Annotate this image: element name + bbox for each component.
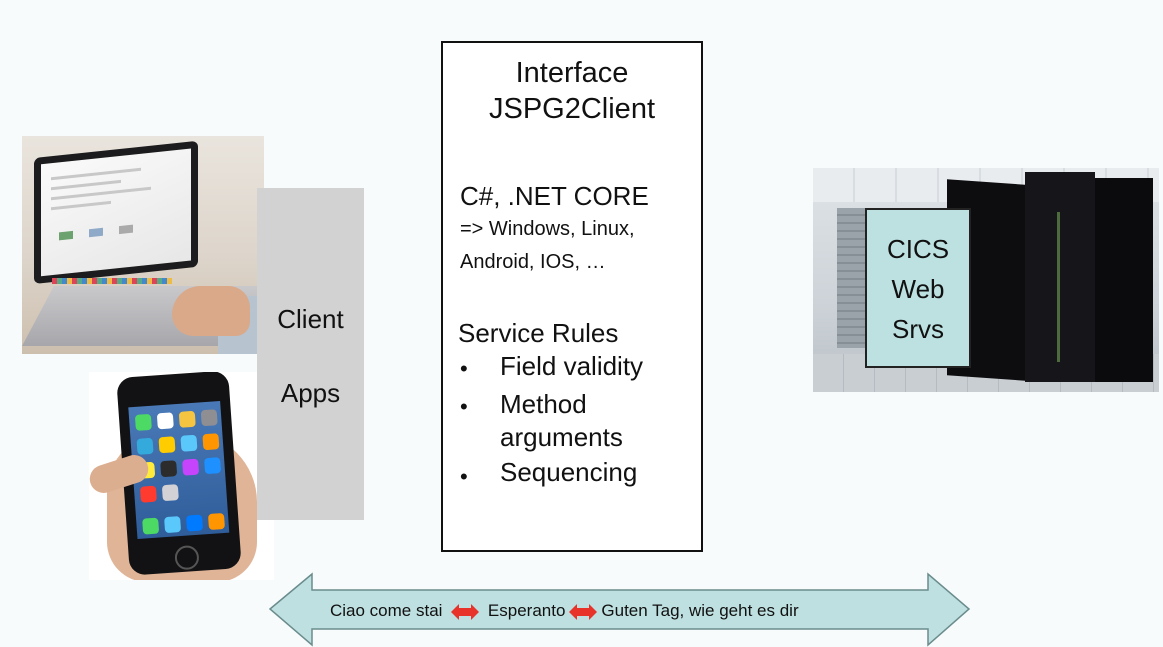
- client-label: Client: [277, 304, 344, 334]
- home-button: [174, 544, 200, 571]
- mainframe-photo: CICS Web Srvs: [813, 168, 1159, 392]
- interface-title-line2: JSPG2Client: [488, 93, 655, 125]
- screen-logo: [89, 227, 103, 238]
- tech-platforms-line1: => Windows, Linux,: [460, 218, 635, 240]
- rack-stripe: [1057, 212, 1060, 362]
- esperanto-label: Esperanto: [487, 601, 566, 620]
- screen-line: [51, 179, 121, 191]
- rule-method-arguments: Method arguments: [500, 389, 623, 452]
- screen-line: [51, 186, 151, 201]
- server-rack: [1025, 172, 1095, 382]
- app-icon: [161, 484, 179, 502]
- laptop-photo: [22, 136, 264, 354]
- arrow-label: Ciao come stai Esperanto Guten Tag, wie …: [330, 601, 799, 621]
- smartphone-photo: [89, 372, 274, 580]
- rule-field-validity: Field validity: [500, 351, 644, 381]
- cics-label-line2: Web: [891, 274, 945, 304]
- bullet: •: [460, 356, 468, 381]
- interface-title: Interface JSPG2Client: [443, 55, 701, 127]
- screen-logo: [59, 230, 73, 241]
- dock-icon: [142, 517, 160, 535]
- bullet: •: [460, 394, 468, 419]
- german-greeting: Guten Tag, wie geht es dir: [601, 601, 799, 620]
- app-icon: [200, 409, 218, 427]
- double-arrow-shape: [269, 572, 971, 647]
- app-icon: [158, 436, 176, 454]
- app-icon: [182, 458, 200, 476]
- service-rules-heading: Service Rules: [458, 318, 619, 348]
- screen-logo: [119, 224, 133, 235]
- interface-title-line1: Interface: [515, 57, 629, 89]
- screen-line: [51, 200, 111, 211]
- app-icon: [178, 410, 196, 428]
- apps-label: Apps: [280, 378, 341, 408]
- interface-box: Interface JSPG2Client C#, .NET CORE => W…: [441, 41, 703, 552]
- rule-sequencing: Sequencing: [500, 457, 638, 487]
- app-icon: [180, 434, 198, 452]
- italian-greeting: Ciao come stai: [330, 601, 443, 620]
- tech-heading: C#, .NET CORE: [460, 181, 649, 211]
- app-icon: [139, 485, 157, 503]
- red-double-arrow-icon: [569, 603, 598, 620]
- translation-double-arrow: [269, 572, 971, 647]
- bullet: •: [460, 464, 468, 489]
- laptop-dock: [52, 278, 172, 284]
- dock-icon: [164, 516, 182, 534]
- tech-platforms-line2: Android, IOS, …: [460, 251, 606, 273]
- hand: [172, 286, 250, 336]
- app-icon: [134, 413, 152, 431]
- laptop-screen: [34, 140, 198, 284]
- app-icon: [202, 433, 220, 451]
- cics-label-line3: Srvs: [892, 314, 944, 344]
- dock-icon: [207, 512, 226, 531]
- dock-icon: [185, 514, 204, 532]
- client-apps-panel: Client Apps: [257, 188, 364, 520]
- app-icon: [160, 460, 178, 478]
- app-icon: [156, 412, 174, 430]
- cics-label-line1: CICS: [886, 234, 950, 264]
- app-icon: [204, 457, 222, 475]
- server-rack: [1095, 178, 1153, 382]
- app-icon: [136, 437, 154, 455]
- screen-line: [51, 167, 141, 181]
- cics-web-services-box: CICS Web Srvs: [865, 208, 971, 368]
- red-double-arrow-icon: [451, 603, 480, 620]
